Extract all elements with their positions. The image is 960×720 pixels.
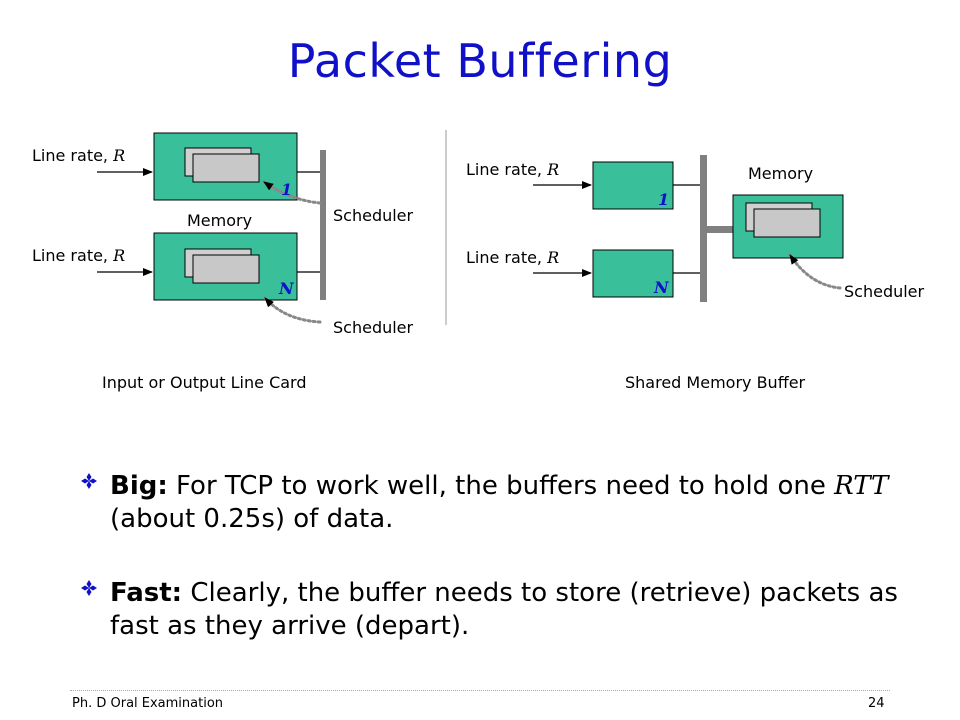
left-line-rate-top: Line rate, R: [32, 146, 126, 165]
left-port-1-label: 1: [281, 180, 293, 199]
bullet-fast-text: Clearly, the buffer needs to store (retr…: [110, 578, 898, 641]
bullet-fast-term: Fast:: [110, 578, 183, 608]
bullet-big-text-end: (about 0.25s) of data.: [110, 504, 394, 534]
left-scheduler-bottom: Scheduler: [333, 318, 414, 337]
right-scheduler-label: Scheduler: [844, 282, 925, 301]
left-linecard-bottom: [153, 232, 298, 301]
left-memory-label: Memory: [187, 211, 253, 230]
right-port-bottom: [592, 249, 674, 298]
left-port-n-label: N: [279, 279, 294, 298]
right-bus: [700, 155, 707, 302]
right-scheduler-arrow: [788, 253, 842, 290]
bullet-big-term: Big:: [110, 471, 168, 501]
four-diamond-bullet-icon: [81, 580, 97, 596]
shared-memory-box: [732, 194, 844, 259]
left-scheduler-arrow-top: [262, 180, 322, 205]
page-number: 24: [868, 696, 885, 711]
left-scheduler-top: Scheduler: [333, 206, 414, 225]
footer-divider: [70, 690, 890, 691]
right-caption: Shared Memory Buffer: [625, 373, 806, 392]
right-port-1-label: 1: [658, 190, 670, 209]
right-line-rate-bottom: Line rate, R: [466, 248, 560, 267]
left-linecard-top: [153, 132, 298, 201]
bullet-list: Big: For TCP to work well, the buffers n…: [80, 470, 920, 643]
right-memory-label: Memory: [748, 164, 814, 183]
right-line-rate-top: Line rate, R: [466, 160, 560, 179]
slide-title: Packet Buffering: [287, 34, 673, 88]
footer-label: Ph. D Oral Examination: [72, 696, 224, 711]
four-diamond-bullet-icon: [81, 473, 97, 489]
left-line-rate-bottom: Line rate, R: [32, 246, 126, 265]
bullet-big-text: For TCP to work well, the buffers need t…: [167, 471, 835, 501]
left-scheduler-arrow-bottom: [263, 296, 322, 324]
left-caption: Input or Output Line Card: [102, 373, 307, 392]
bullet-fast: Fast: Clearly, the buffer needs to store…: [80, 577, 920, 643]
left-bus: [320, 150, 326, 300]
right-bus-link: [707, 226, 733, 233]
right-port-top: [592, 161, 674, 210]
right-port-n-label: N: [654, 278, 669, 297]
bullet-big: Big: For TCP to work well, the buffers n…: [80, 470, 920, 536]
bullet-big-rtt: RTT: [834, 471, 889, 501]
